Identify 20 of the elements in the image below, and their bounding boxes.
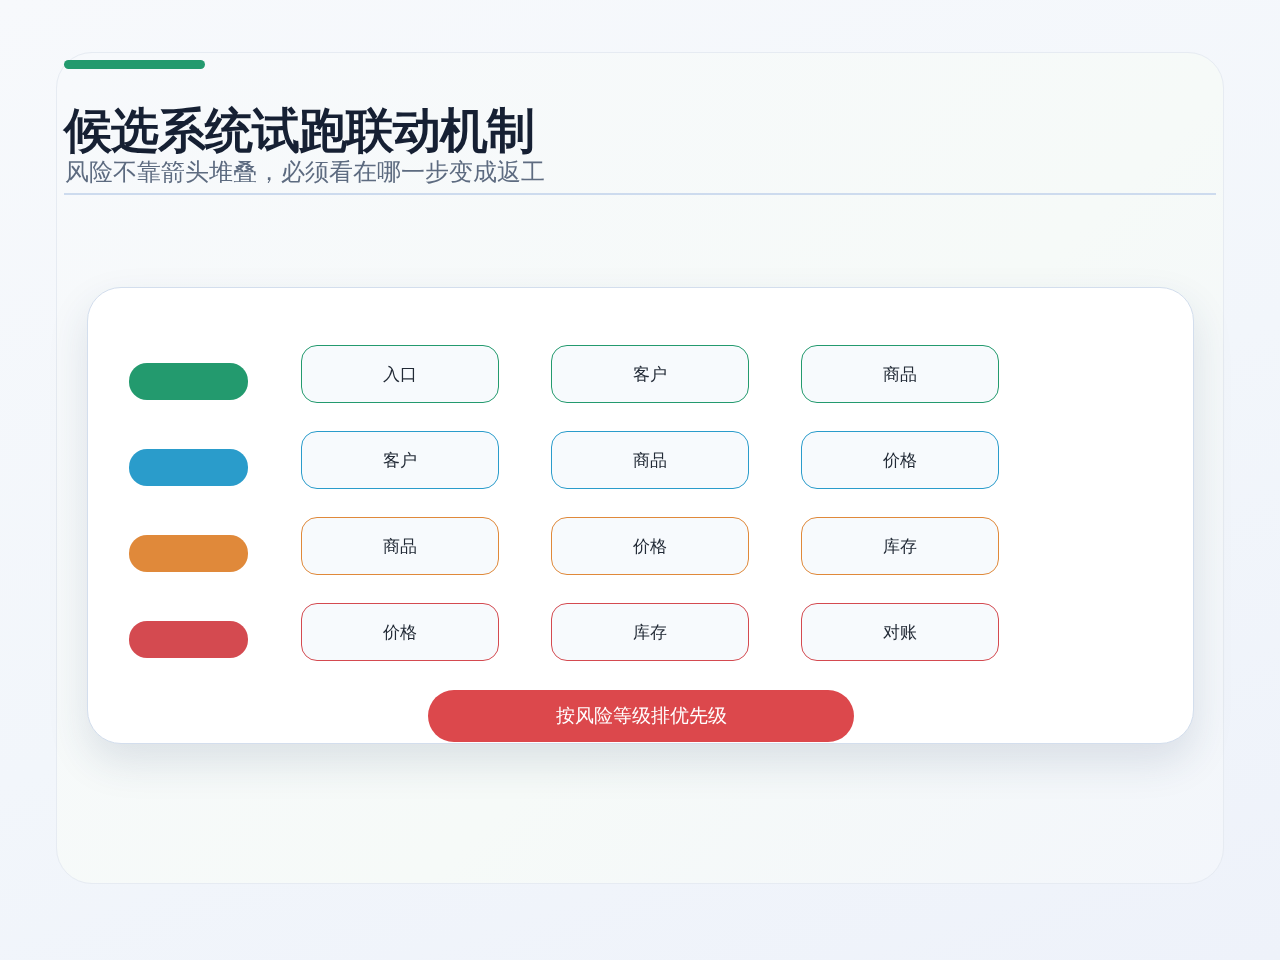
step-box: 价格 bbox=[301, 603, 499, 661]
step-box: 商品 bbox=[801, 345, 999, 403]
step-box: 价格 bbox=[801, 431, 999, 489]
card-panel bbox=[87, 287, 1194, 744]
step-box: 商品 bbox=[301, 517, 499, 575]
step-box: 入口 bbox=[301, 345, 499, 403]
step-box: 库存 bbox=[801, 517, 999, 575]
step-box: 库存 bbox=[551, 603, 749, 661]
step-box: 商品 bbox=[551, 431, 749, 489]
step-box: 价格 bbox=[551, 517, 749, 575]
pill-marker bbox=[129, 621, 248, 658]
step-box: 对账 bbox=[801, 603, 999, 661]
pill-marker bbox=[129, 535, 248, 572]
pill-marker bbox=[129, 363, 248, 400]
subtitle: 风险不靠箭头堆叠，必须看在哪一步变成返工 bbox=[65, 157, 545, 187]
step-box: 客户 bbox=[301, 431, 499, 489]
title: 候选系统试跑联动机制 bbox=[64, 102, 534, 158]
pill-marker bbox=[129, 449, 248, 486]
step-box: 客户 bbox=[551, 345, 749, 403]
action-button: 按风险等级排优先级 bbox=[428, 690, 854, 742]
